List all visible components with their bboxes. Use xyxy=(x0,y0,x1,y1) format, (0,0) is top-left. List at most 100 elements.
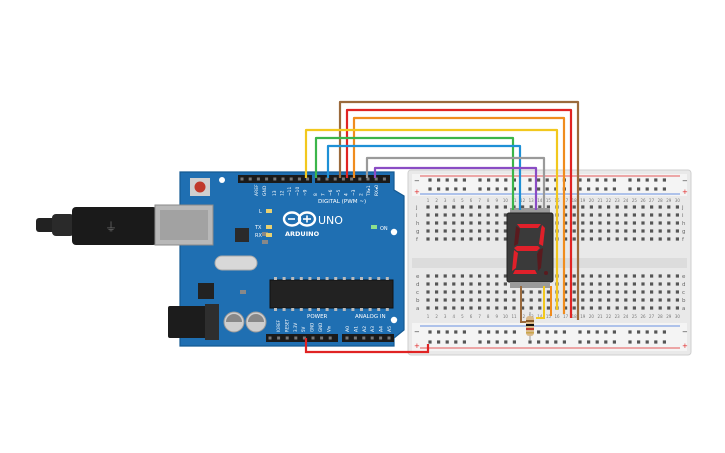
breadboard-hole[interactable] xyxy=(589,298,593,302)
breadboard-hole[interactable] xyxy=(667,205,671,209)
breadboard-hole[interactable] xyxy=(546,290,550,294)
breadboard-hole[interactable] xyxy=(641,282,645,286)
rail-hole[interactable] xyxy=(628,330,632,334)
rail-hole[interactable] xyxy=(437,178,441,182)
breadboard-hole[interactable] xyxy=(495,290,499,294)
rail-hole[interactable] xyxy=(462,178,466,182)
jumper-wire[interactable] xyxy=(326,144,522,210)
breadboard-hole[interactable] xyxy=(624,237,628,241)
rail-hole[interactable] xyxy=(445,340,449,344)
breadboard-hole[interactable] xyxy=(581,274,585,278)
rail-hole[interactable] xyxy=(454,330,458,334)
breadboard-hole[interactable] xyxy=(632,298,636,302)
rail-hole[interactable] xyxy=(512,178,516,182)
breadboard-hole[interactable] xyxy=(486,298,490,302)
header-hole[interactable] xyxy=(240,177,244,181)
breadboard-hole[interactable] xyxy=(615,213,619,217)
rail-hole[interactable] xyxy=(545,340,549,344)
breadboard-hole[interactable] xyxy=(495,205,499,209)
breadboard-hole[interactable] xyxy=(650,306,654,310)
header-hole[interactable] xyxy=(374,177,378,181)
rail-hole[interactable] xyxy=(445,330,449,334)
breadboard-hole[interactable] xyxy=(650,205,654,209)
header-hole[interactable] xyxy=(382,177,386,181)
rail-hole[interactable] xyxy=(462,330,466,334)
rail-hole[interactable] xyxy=(628,340,632,344)
rail-hole[interactable] xyxy=(562,340,566,344)
breadboard-hole[interactable] xyxy=(503,237,507,241)
header-hole[interactable] xyxy=(289,177,293,181)
breadboard-hole[interactable] xyxy=(443,282,447,286)
breadboard-hole[interactable] xyxy=(581,229,585,233)
rail-hole[interactable] xyxy=(637,330,641,334)
rail-hole[interactable] xyxy=(587,330,591,334)
breadboard-hole[interactable] xyxy=(572,221,576,225)
breadboard-hole[interactable] xyxy=(667,221,671,225)
rail-hole[interactable] xyxy=(478,340,482,344)
breadboard-hole[interactable] xyxy=(452,306,456,310)
breadboard-hole[interactable] xyxy=(632,221,636,225)
rail-hole[interactable] xyxy=(612,178,616,182)
rail-hole[interactable] xyxy=(595,187,599,191)
breadboard-hole[interactable] xyxy=(632,290,636,294)
header-hole[interactable] xyxy=(362,336,366,340)
rail-hole[interactable] xyxy=(545,330,549,334)
breadboard-hole[interactable] xyxy=(607,213,611,217)
rail-hole[interactable] xyxy=(554,340,558,344)
header-hole[interactable] xyxy=(358,177,362,181)
breadboard-hole[interactable] xyxy=(435,290,439,294)
breadboard-hole[interactable] xyxy=(675,213,679,217)
breadboard-hole[interactable] xyxy=(667,306,671,310)
breadboard-hole[interactable] xyxy=(521,290,525,294)
breadboard-hole[interactable] xyxy=(624,290,628,294)
breadboard-hole[interactable] xyxy=(572,290,576,294)
breadboard-hole[interactable] xyxy=(624,221,628,225)
breadboard-hole[interactable] xyxy=(598,282,602,286)
breadboard-hole[interactable] xyxy=(572,237,576,241)
breadboard-hole[interactable] xyxy=(460,213,464,217)
rail-hole[interactable] xyxy=(428,330,432,334)
breadboard-hole[interactable] xyxy=(529,306,533,310)
jumper-wires[interactable] xyxy=(304,100,580,354)
breadboard-hole[interactable] xyxy=(529,290,533,294)
breadboard-hole[interactable] xyxy=(478,221,482,225)
breadboard-hole[interactable] xyxy=(443,298,447,302)
breadboard-hole[interactable] xyxy=(426,213,430,217)
rail-hole[interactable] xyxy=(478,187,482,191)
breadboard-hole[interactable] xyxy=(607,237,611,241)
breadboard-hole[interactable] xyxy=(426,229,430,233)
breadboard-hole[interactable] xyxy=(452,205,456,209)
rail-hole[interactable] xyxy=(487,178,491,182)
rail-hole[interactable] xyxy=(637,178,641,182)
breadboard-hole[interactable] xyxy=(615,306,619,310)
header-hole[interactable] xyxy=(302,336,306,340)
header-hole[interactable] xyxy=(370,336,374,340)
breadboard-hole[interactable] xyxy=(503,213,507,217)
rail-hole[interactable] xyxy=(612,187,616,191)
header-hole[interactable] xyxy=(294,336,298,340)
breadboard-hole[interactable] xyxy=(538,306,542,310)
breadboard-hole[interactable] xyxy=(486,237,490,241)
breadboard-hole[interactable] xyxy=(624,205,628,209)
breadboard-hole[interactable] xyxy=(443,290,447,294)
breadboard-hole[interactable] xyxy=(495,237,499,241)
rail-hole[interactable] xyxy=(654,340,658,344)
breadboard-hole[interactable] xyxy=(469,229,473,233)
breadboard-hole[interactable] xyxy=(641,290,645,294)
breadboard-hole[interactable] xyxy=(632,282,636,286)
rail-hole[interactable] xyxy=(428,187,432,191)
breadboard-hole[interactable] xyxy=(658,229,662,233)
breadboard-hole[interactable] xyxy=(581,282,585,286)
breadboard-hole[interactable] xyxy=(538,205,542,209)
rail-hole[interactable] xyxy=(654,187,658,191)
breadboard-hole[interactable] xyxy=(469,213,473,217)
breadboard-hole[interactable] xyxy=(667,213,671,217)
breadboard-hole[interactable] xyxy=(495,221,499,225)
rail-hole[interactable] xyxy=(445,178,449,182)
breadboard-hole[interactable] xyxy=(521,298,525,302)
breadboard-hole[interactable] xyxy=(650,274,654,278)
breadboard-hole[interactable] xyxy=(546,306,550,310)
breadboard-hole[interactable] xyxy=(581,306,585,310)
rail-hole[interactable] xyxy=(504,178,508,182)
jumper-wire[interactable] xyxy=(373,166,538,210)
